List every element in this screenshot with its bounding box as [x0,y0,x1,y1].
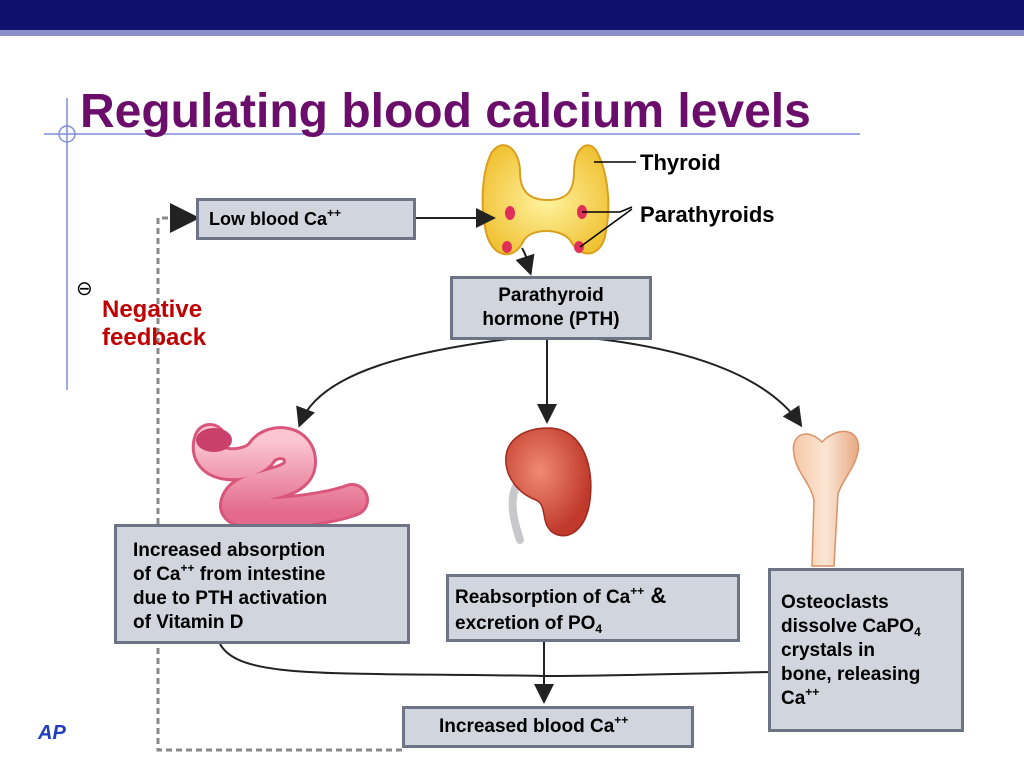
flow-arrows [219,208,803,704]
bone-osteoclasts-box: Osteoclasts dissolve CaPO4 crystals in b… [768,568,964,732]
low-blood-calcium-box: Low blood Ca++ [196,198,416,240]
intestine-line3: due to PTH activation [133,588,328,609]
bone-line4: bone, releasing [781,664,921,685]
subscript: 4 [914,625,921,639]
bone-line1: Osteoclasts [781,592,889,613]
bone-line5-a: Ca [781,688,806,709]
intestine-line4: of Vitamin D [133,612,244,633]
minus-sign-icon: ⊖ [76,278,93,300]
increased-blood-calcium-box: Increased blood Ca++ [402,706,694,748]
ap-logo: AP [38,722,66,744]
bone-line2: dissolve CaPO4 [781,615,961,639]
negative-feedback-line1: Negative [102,296,203,323]
pth-line1: Parathyroid [498,285,604,306]
low-blood-calcium-text: Low blood Ca [209,209,327,229]
thyroid-illustration [481,144,610,256]
subscript: 4 [595,622,603,636]
superscript: ++ [805,685,820,699]
negative-feedback-line2: feedback [102,324,207,351]
kidney-line1-a: Reabsorption of Ca [455,587,631,608]
superscript: ++ [180,561,195,575]
kidney-line2: excretion of PO4 [455,611,737,637]
kidney-line2-a: excretion of PO [455,613,596,634]
intestine-line2: of Ca++ from intestine [133,561,407,587]
pth-box: Parathyroid hormone (PTH) [450,276,652,340]
intestine-line2-a: of Ca [133,564,181,585]
bone-line3: crystals in [781,640,875,661]
bone-illustration [792,430,860,567]
top-banner [0,0,1024,36]
superscript: ++ [630,584,645,598]
kidney-illustration [505,427,592,544]
intestine-absorption-box: Increased absorption of Ca++ from intest… [114,524,410,644]
kidney-reabsorption-box: Reabsorption of Ca++ & excretion of PO4 [446,574,740,642]
superscript: ++ [614,713,629,727]
kidney-line1-b: & [644,583,667,608]
slide-guide-lines [44,98,860,390]
intestine-line2-b: from intestine [194,564,326,585]
intestine-line1: Increased absorption [133,540,326,561]
intestine-illustration [191,423,369,531]
thyroid-label: Thyroid [640,150,721,175]
bone-line5: Ca++ [781,685,961,711]
increased-blood-calcium-text: Increased blood Ca [439,716,615,737]
parathyroid-gland [574,241,584,253]
pth-line2: hormone (PTH) [482,309,620,330]
kidney-line1: Reabsorption of Ca++ & [455,583,737,611]
parathyroids-label: Parathyroids [640,202,775,227]
parathyroid-gland [502,241,512,253]
superscript: ++ [326,206,341,220]
parathyroid-gland [505,206,515,220]
bone-line2-a: dissolve CaPO [781,616,915,637]
negative-feedback-label: Negative feedback [102,296,206,352]
slide-title: Regulating blood calcium levels [80,85,811,138]
